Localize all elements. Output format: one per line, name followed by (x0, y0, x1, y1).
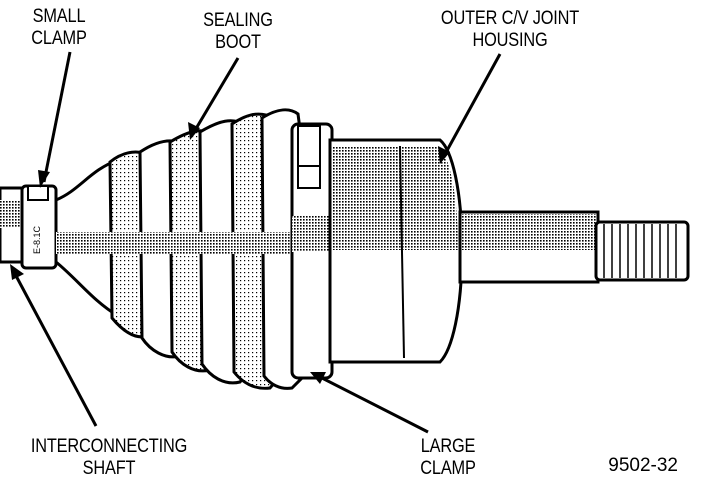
arrowhead-interconnecting-shaft (10, 264, 24, 280)
arrowhead-small-clamp (38, 170, 50, 188)
arrowhead-large-clamp (310, 372, 326, 384)
label-outer-cv-joint-housing-line1: OUTER C/V JOINT (440, 8, 580, 29)
small-clamp-part: E-8.1C (20, 184, 58, 270)
label-sealing-boot: SEALING BOOT (197, 10, 280, 54)
leader-outer-housing (442, 53, 502, 157)
svg-text:E-8.1C: E-8.1C (32, 225, 42, 254)
label-outer-cv-joint-housing: OUTER C/V JOINT HOUSING (424, 8, 596, 52)
stub-shaft-part (458, 210, 690, 284)
figure-number: 9502-32 (608, 455, 678, 476)
leader-lines (10, 51, 502, 434)
label-small-clamp: SMALL CLAMP (29, 6, 89, 50)
label-large-clamp-line1: LARGE (420, 436, 476, 457)
leader-large-clamp (317, 374, 429, 434)
large-clamp-part (290, 122, 334, 380)
label-large-clamp: LARGE CLAMP (407, 436, 490, 480)
arrowhead-outer-housing (438, 146, 450, 164)
label-sealing-boot-line2: BOOT (215, 32, 261, 53)
label-large-clamp-line2: CLAMP (420, 458, 476, 479)
leader-sealing-boot (192, 57, 240, 133)
arrowhead-sealing-boot (188, 122, 200, 140)
label-interconnecting-shaft-line1: INTERCONNECTING (30, 436, 188, 457)
leader-interconnecting-shaft (12, 271, 98, 427)
sealing-boot-part (54, 108, 306, 390)
label-interconnecting-shaft-line2: SHAFT (82, 458, 136, 479)
label-interconnecting-shaft: INTERCONNECTING SHAFT (19, 436, 200, 480)
label-small-clamp-line2: CLAMP (31, 28, 87, 49)
leader-small-clamp (42, 51, 72, 183)
label-small-clamp-line1: SMALL (32, 6, 86, 27)
label-sealing-boot-line1: SEALING (203, 10, 273, 31)
outer-cv-joint-housing-part (328, 138, 464, 364)
label-outer-cv-joint-housing-line2: HOUSING (472, 30, 548, 51)
